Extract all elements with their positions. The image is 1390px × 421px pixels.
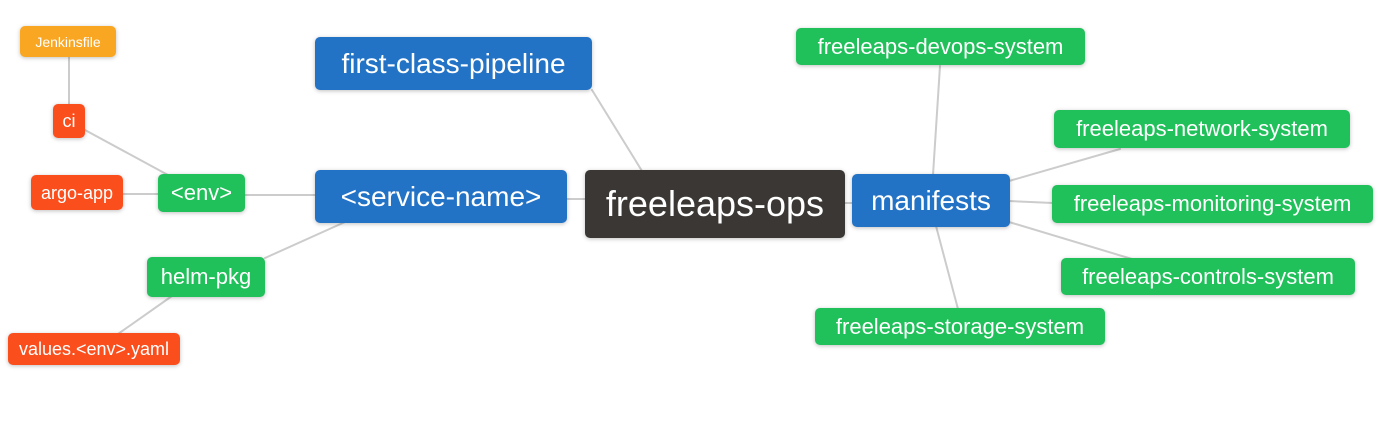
node-freeleaps-monitoring-system[interactable]: freeleaps-monitoring-system xyxy=(1052,185,1373,223)
edge-manifests-network xyxy=(1008,148,1121,182)
node-first-class-pipeline[interactable]: first-class-pipeline xyxy=(315,37,592,90)
node-ci[interactable]: ci xyxy=(53,104,85,138)
edge-service-name-helm-pkg xyxy=(264,221,346,259)
node-jenkinsfile[interactable]: Jenkinsfile xyxy=(20,26,116,57)
node-manifests[interactable]: manifests xyxy=(852,174,1010,227)
edge-manifests-storage xyxy=(935,225,959,310)
node-freeleaps-storage-system[interactable]: freeleaps-storage-system xyxy=(815,308,1105,345)
edge-ops-pipeline xyxy=(591,89,643,172)
node-freeleaps-controls-system[interactable]: freeleaps-controls-system xyxy=(1061,258,1355,295)
node-freeleaps-network-system[interactable]: freeleaps-network-system xyxy=(1054,110,1350,148)
node-argo-app[interactable]: argo-app xyxy=(31,175,123,210)
node-values-env-yaml[interactable]: values.<env>.yaml xyxy=(8,333,180,365)
edge-manifests-monitoring xyxy=(1008,200,1054,204)
edge-manifests-devops xyxy=(932,65,941,176)
node-service-name[interactable]: <service-name> xyxy=(315,170,567,223)
edge-helm-pkg-values xyxy=(117,295,173,335)
edge-env-ci xyxy=(84,129,169,176)
node-freeleaps-devops-system[interactable]: freeleaps-devops-system xyxy=(796,28,1085,65)
node-helm-pkg[interactable]: helm-pkg xyxy=(147,257,265,297)
edge-manifests-controls xyxy=(1008,221,1133,260)
node-freeleaps-ops-root[interactable]: freeleaps-ops xyxy=(585,170,845,238)
node-env[interactable]: <env> xyxy=(158,174,245,212)
